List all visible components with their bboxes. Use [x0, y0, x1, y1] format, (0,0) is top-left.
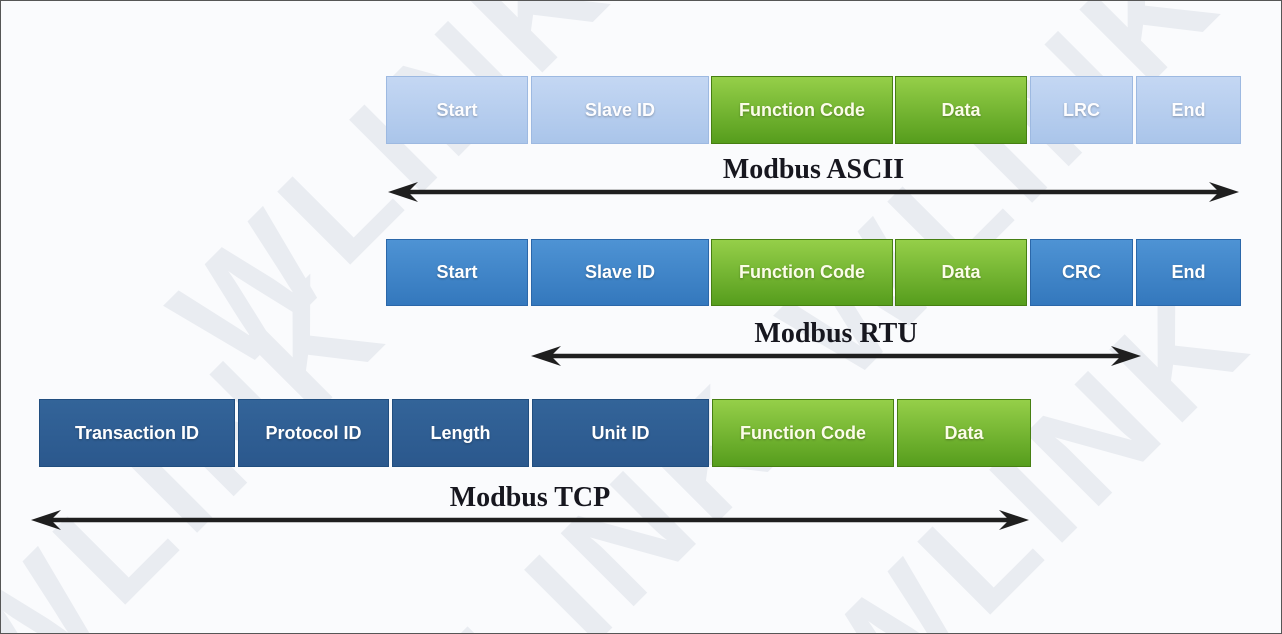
tcp-field-data: Data — [897, 399, 1031, 467]
ascii-field-lrc: LRC — [1030, 76, 1133, 144]
rtu-field-crc: CRC — [1030, 239, 1133, 306]
rtu-field-end: End — [1136, 239, 1241, 306]
rtu-field-data: Data — [895, 239, 1027, 306]
ascii-field-data: Data — [895, 76, 1027, 144]
ascii-field-function-code: Function Code — [711, 76, 893, 144]
rtu-field-slave-id: Slave ID — [531, 239, 709, 306]
modbus-ascii-label: Modbus ASCII — [722, 154, 905, 185]
modbus-tcp-label: Modbus TCP — [449, 482, 611, 513]
modbus-ascii-range-arrow — [388, 182, 1239, 202]
tcp-field-length: Length — [392, 399, 529, 467]
rtu-field-start: Start — [386, 239, 528, 306]
rtu-field-function-code: Function Code — [711, 239, 893, 306]
tcp-field-function-code: Function Code — [712, 399, 894, 467]
tcp-field-transaction-id: Transaction ID — [39, 399, 235, 467]
ascii-field-slave-id: Slave ID — [531, 76, 709, 144]
tcp-field-protocol-id: Protocol ID — [238, 399, 389, 467]
modbus-rtu-label: Modbus RTU — [754, 318, 918, 349]
ascii-field-start: Start — [386, 76, 528, 144]
tcp-field-unit-id: Unit ID — [532, 399, 709, 467]
modbus-rtu-range-arrow — [531, 346, 1141, 366]
modbus-tcp-range-arrow — [31, 510, 1029, 530]
ascii-field-end: End — [1136, 76, 1241, 144]
